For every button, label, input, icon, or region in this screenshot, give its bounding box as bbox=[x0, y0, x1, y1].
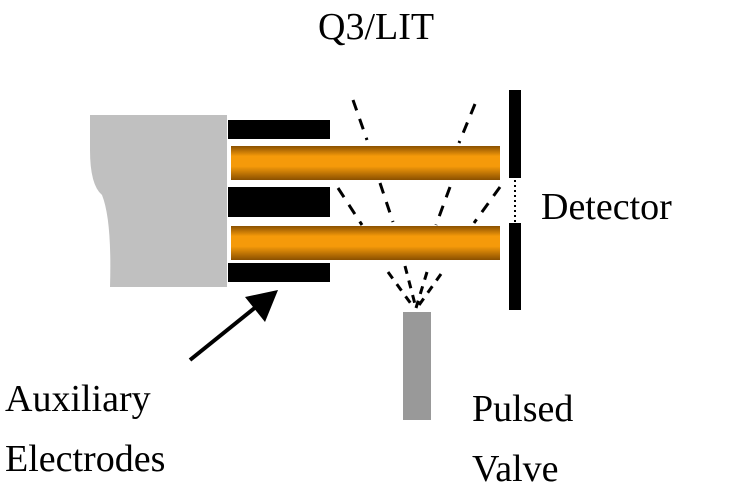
valve-label-line2: Valve bbox=[472, 448, 559, 490]
auxiliary-label-line1: Auxiliary bbox=[5, 378, 151, 420]
quadrupole-rod-top bbox=[231, 146, 500, 180]
diagram-title: Q3/LIT bbox=[318, 6, 435, 48]
auxiliary-electrode-bottom bbox=[228, 263, 330, 282]
pulsed-valve bbox=[403, 312, 431, 420]
valve-label-line1: Pulsed bbox=[472, 388, 574, 430]
detector-plate-bottom bbox=[509, 223, 521, 310]
auxiliary-label-line2: Electrodes bbox=[5, 438, 166, 480]
ion-source-block bbox=[90, 115, 227, 287]
auxiliary-electrode-middle bbox=[228, 187, 330, 217]
auxiliary-electrode-top bbox=[228, 120, 330, 139]
ion-trajectories bbox=[336, 99, 502, 226]
gas-jet bbox=[386, 265, 443, 309]
quadrupole-rod-bottom bbox=[231, 226, 500, 260]
arrow-icon bbox=[188, 290, 278, 362]
detector-label: Detector bbox=[541, 186, 672, 228]
detector-plate-top bbox=[509, 90, 521, 178]
